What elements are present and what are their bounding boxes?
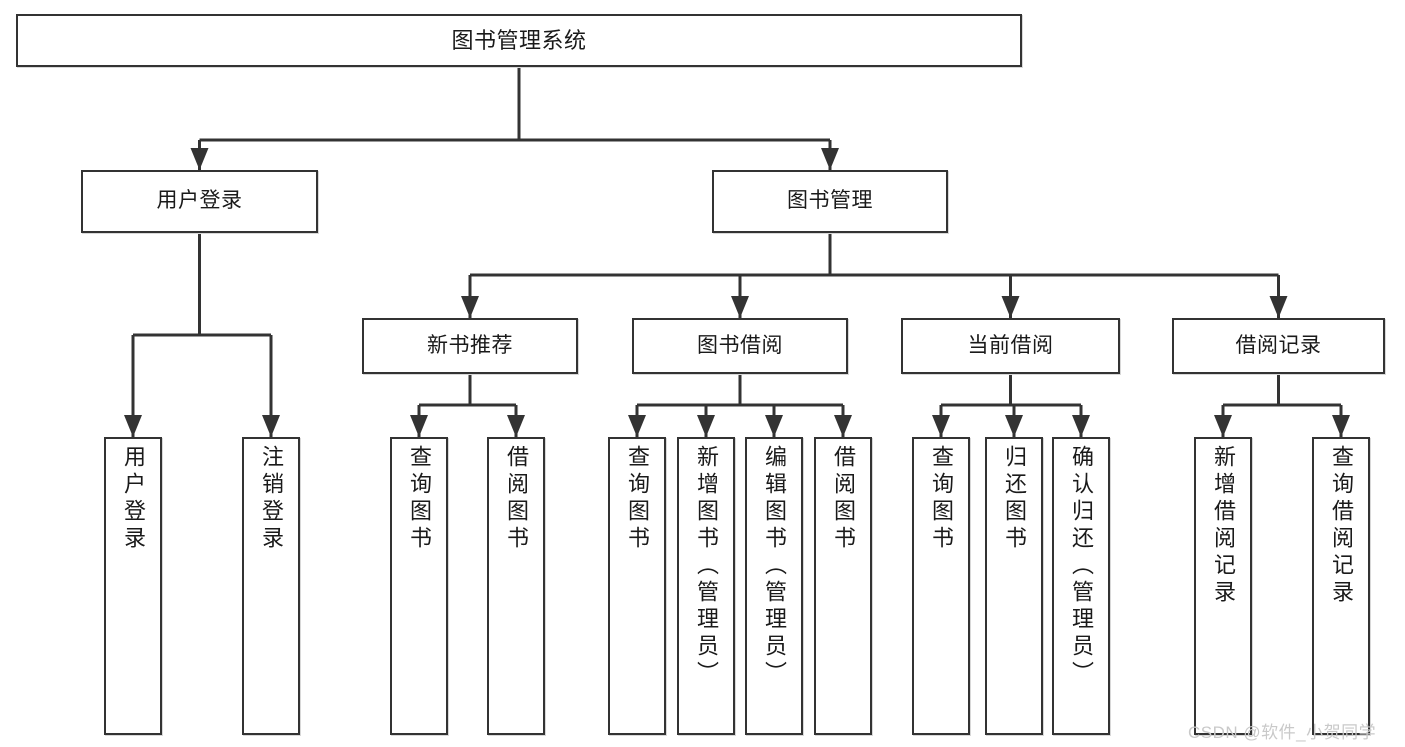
arrowhead-icon xyxy=(410,415,428,437)
node-label: 图书管理 xyxy=(787,189,873,213)
arrowhead-icon xyxy=(262,415,280,437)
arrowhead-icon xyxy=(697,415,715,437)
node-label: 借阅记录 xyxy=(1235,333,1322,357)
arrowhead-icon xyxy=(731,296,749,318)
node-label: 查询借阅记录 xyxy=(1328,445,1354,607)
arrowhead-icon xyxy=(821,148,839,170)
node-leaf-query-book-1[interactable]: 查询图书 xyxy=(390,437,448,735)
arrowhead-icon xyxy=(1005,415,1023,437)
node-label: 查询图书 xyxy=(406,445,432,553)
node-label: 编辑图书（管理员） xyxy=(761,445,787,688)
node-label: 用户登录 xyxy=(156,189,243,213)
node-label: 图书借阅 xyxy=(697,333,783,357)
node-leaf-edit-book[interactable]: 编辑图书（管理员） xyxy=(745,437,803,735)
arrowhead-icon xyxy=(834,415,852,437)
arrowhead-icon xyxy=(765,415,783,437)
arrowhead-icon xyxy=(628,415,646,437)
node-borrow-record[interactable]: 借阅记录 xyxy=(1172,318,1385,374)
node-label: 查询图书 xyxy=(624,445,650,553)
node-leaf-query-book-3[interactable]: 查询图书 xyxy=(912,437,970,735)
arrowhead-icon xyxy=(190,148,209,170)
node-user-login[interactable]: 用户登录 xyxy=(81,170,318,233)
node-leaf-borrow-book-1[interactable]: 借阅图书 xyxy=(487,437,545,735)
node-leaf-confirm-return[interactable]: 确认归还（管理员） xyxy=(1052,437,1110,735)
node-new-book-rec[interactable]: 新书推荐 xyxy=(362,318,578,374)
node-leaf-add-record[interactable]: 新增借阅记录 xyxy=(1194,437,1252,735)
arrowhead-icon xyxy=(932,415,950,437)
node-root[interactable]: 图书管理系统 xyxy=(16,14,1022,67)
node-label: 借阅图书 xyxy=(830,445,856,553)
node-current-borrow[interactable]: 当前借阅 xyxy=(901,318,1120,374)
arrowhead-icon xyxy=(1214,415,1232,437)
node-leaf-user-logout[interactable]: 注销登录 xyxy=(242,437,300,735)
node-label: 归还图书 xyxy=(1001,445,1027,553)
node-label: 注销登录 xyxy=(258,445,284,553)
node-label: 查询图书 xyxy=(928,445,954,553)
node-book-borrow[interactable]: 图书借阅 xyxy=(632,318,848,374)
node-leaf-query-record[interactable]: 查询借阅记录 xyxy=(1312,437,1370,735)
node-label: 当前借阅 xyxy=(967,333,1054,357)
node-label: 新增借阅记录 xyxy=(1210,445,1236,607)
node-label: 用户登录 xyxy=(120,445,146,553)
arrowhead-icon xyxy=(1001,296,1020,318)
node-book-manage[interactable]: 图书管理 xyxy=(712,170,948,233)
arrowhead-icon xyxy=(461,296,479,318)
node-leaf-query-book-2[interactable]: 查询图书 xyxy=(608,437,666,735)
node-leaf-user-login[interactable]: 用户登录 xyxy=(104,437,162,735)
csdn-watermark: CSDN @软件_小贺同学 xyxy=(1188,723,1377,742)
node-leaf-borrow-book-2[interactable]: 借阅图书 xyxy=(814,437,872,735)
node-label: 新增图书（管理员） xyxy=(693,445,719,688)
arrowhead-icon xyxy=(1269,296,1288,318)
node-label: 图书管理系统 xyxy=(451,27,587,53)
arrowhead-icon xyxy=(124,415,142,437)
node-leaf-return-book[interactable]: 归还图书 xyxy=(985,437,1043,735)
arrowhead-icon xyxy=(1332,415,1350,437)
arrowhead-icon xyxy=(1072,415,1090,437)
node-leaf-add-book[interactable]: 新增图书（管理员） xyxy=(677,437,735,735)
node-label: 借阅图书 xyxy=(503,445,529,553)
node-label: 新书推荐 xyxy=(427,333,513,357)
node-label: 确认归还（管理员） xyxy=(1068,445,1094,688)
arrowhead-icon xyxy=(507,415,525,437)
